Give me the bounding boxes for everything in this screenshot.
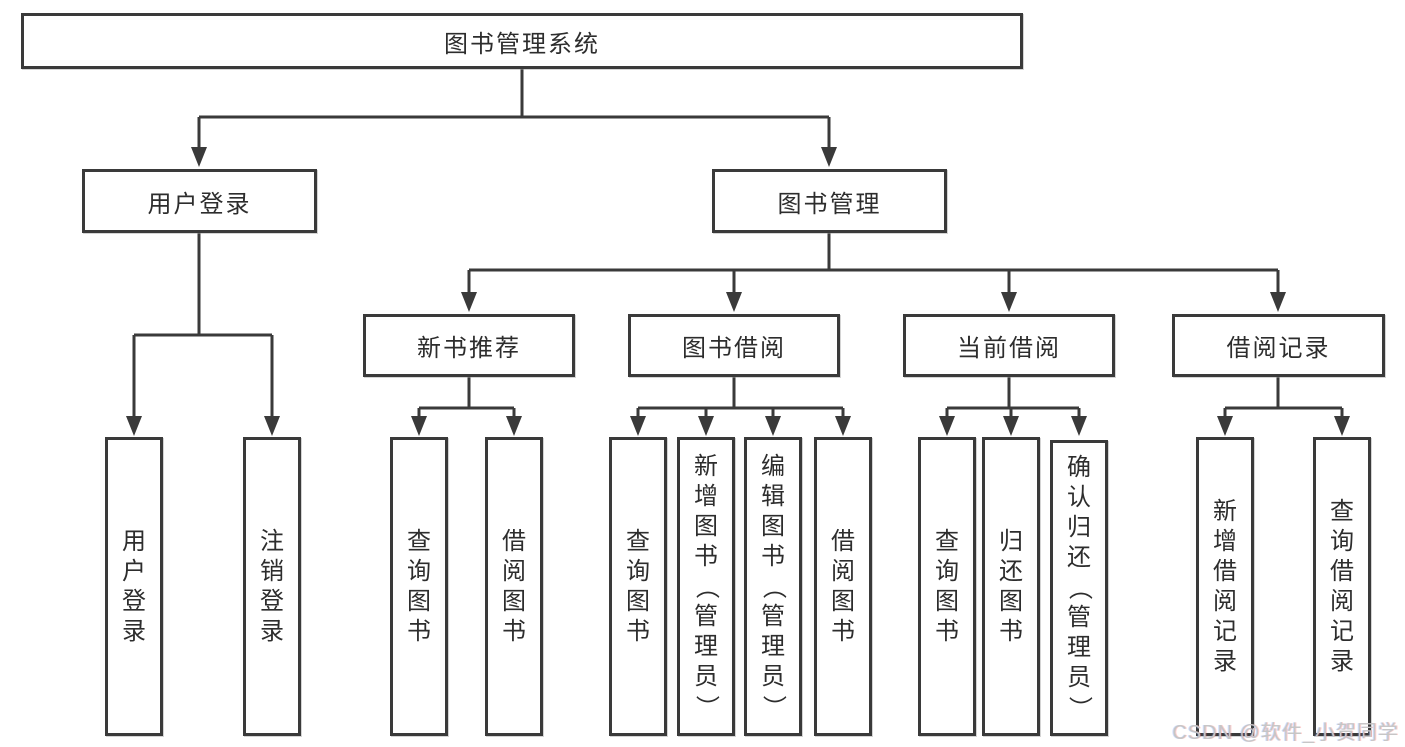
node-book-borrow: 图书借阅	[628, 314, 840, 377]
node-book-management-label: 图书管理	[777, 190, 882, 218]
node-user-login-label: 用户登录	[147, 190, 252, 218]
node-new-book-recommend-label: 新书推荐	[417, 335, 521, 362]
node-user-login: 用户登录	[82, 169, 317, 233]
node-current-borrow-label: 当前借阅	[957, 335, 1061, 362]
node-root: 图书管理系统	[21, 13, 1023, 69]
node-book-management: 图书管理	[712, 169, 947, 233]
node-new-book-recommend: 新书推荐	[363, 314, 575, 377]
leaf-query-books-borrow: 查询图书	[609, 437, 667, 736]
leaf-query-books-current: 查询图书	[918, 437, 976, 736]
leaf-logout-label: 注销登录	[260, 527, 284, 645]
leaf-add-borrow-record: 新增借阅记录	[1196, 437, 1254, 736]
node-book-borrow-label: 图书借阅	[682, 335, 786, 362]
leaf-borrow-books-recommend: 借阅图书	[485, 437, 543, 736]
leaf-user-login-label: 用户登录	[122, 527, 146, 645]
leaf-edit-book-admin-label: 编辑图书（管理员）	[760, 452, 787, 719]
leaf-confirm-return-admin: 确认归还（管理员）	[1050, 440, 1108, 736]
leaf-borrow-books-label: 借阅图书	[831, 527, 855, 645]
leaf-query-books-recommend: 查询图书	[390, 437, 448, 736]
leaf-query-books-recommend-label: 查询图书	[407, 527, 431, 645]
watermark: CSDN @软件_小贺同学	[1172, 722, 1399, 744]
leaf-add-book-admin: 新增图书（管理员）	[677, 437, 735, 736]
leaf-return-book-label: 归还图书	[999, 527, 1023, 645]
leaf-edit-book-admin: 编辑图书（管理员）	[744, 437, 802, 736]
node-borrow-records-label: 借阅记录	[1226, 335, 1331, 362]
leaf-confirm-return-admin-label: 确认归还（管理员）	[1066, 454, 1093, 720]
leaf-query-books-borrow-label: 查询图书	[626, 527, 650, 645]
arrowheads	[126, 147, 1350, 436]
node-current-borrow: 当前借阅	[903, 314, 1115, 377]
leaf-add-book-admin-label: 新增图书（管理员）	[693, 452, 720, 719]
leaf-return-book: 归还图书	[982, 437, 1040, 736]
node-borrow-records: 借阅记录	[1172, 314, 1385, 377]
leaf-query-books-current-label: 查询图书	[935, 527, 959, 645]
leaf-query-borrow-record-label: 查询借阅记录	[1330, 497, 1354, 675]
leaf-borrow-books: 借阅图书	[814, 437, 872, 736]
leaf-query-borrow-record: 查询借阅记录	[1313, 437, 1371, 736]
node-root-label: 图书管理系统	[444, 30, 600, 58]
leaf-borrow-books-recommend-label: 借阅图书	[502, 527, 526, 645]
leaf-user-login: 用户登录	[105, 437, 163, 736]
leaf-add-borrow-record-label: 新增借阅记录	[1213, 497, 1237, 675]
leaf-logout: 注销登录	[243, 437, 301, 736]
